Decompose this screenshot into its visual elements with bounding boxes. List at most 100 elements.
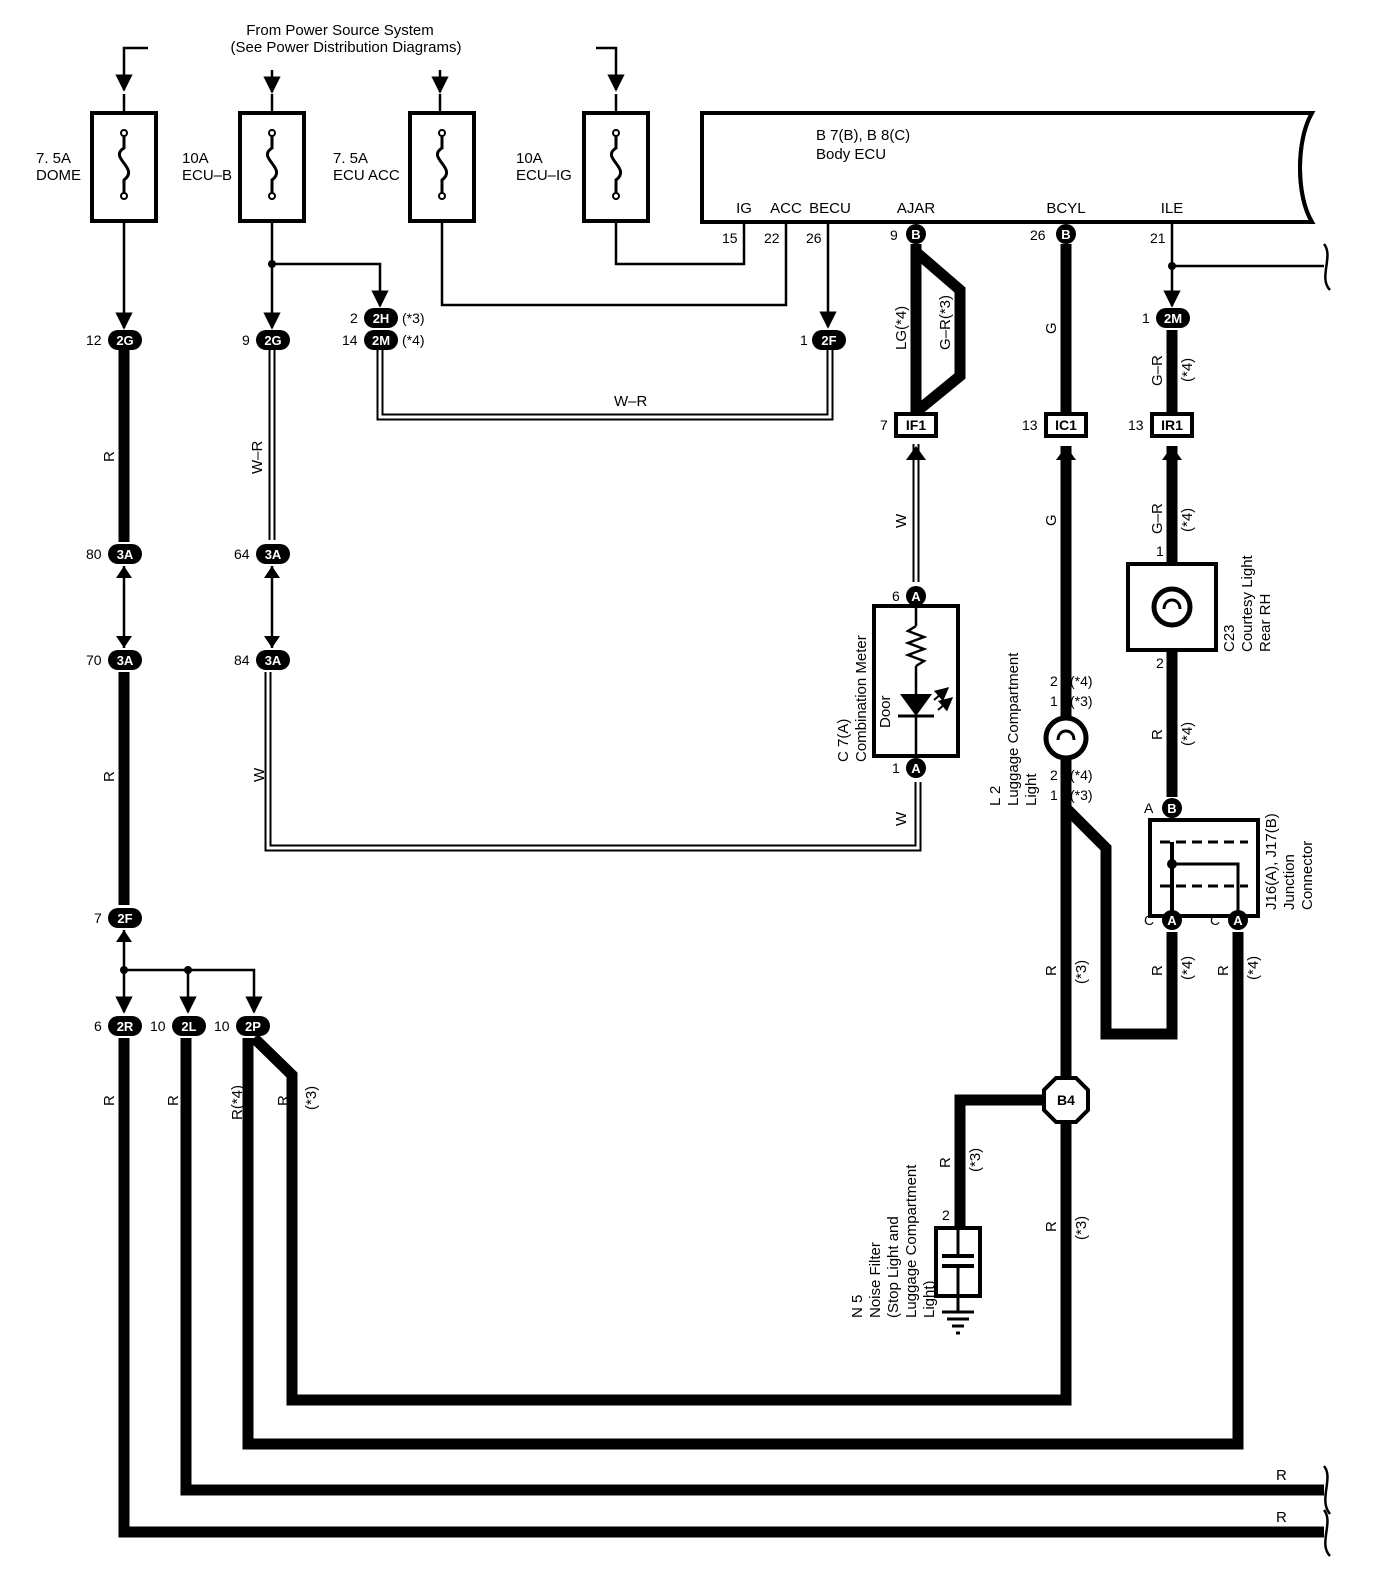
connector-2g-9: 2G 9 xyxy=(242,330,290,350)
noise-line2: (Stop Light and xyxy=(885,1216,902,1318)
fuse-ecu-ig-name: ECU–IG xyxy=(516,167,572,184)
wire-label-r-9: R xyxy=(101,1095,118,1106)
svg-text:12: 12 xyxy=(86,332,102,348)
courtesy-light-rear-rh: 1 2 C23 Courtesy Light Rear RH xyxy=(1126,543,1274,671)
fuse-ecu-b-amp: 10A xyxy=(182,150,209,167)
connector-2m-1: 2M 1 xyxy=(1142,308,1190,328)
wire-label-n4-1: (*4) xyxy=(1179,358,1196,382)
svg-text:(*3): (*3) xyxy=(402,310,425,326)
ecu-ref: B 7(B), B 8(C) xyxy=(816,127,910,144)
ecu-terminal-ig: IG xyxy=(736,200,752,217)
svg-text:(*4): (*4) xyxy=(402,332,425,348)
svg-text:IC1: IC1 xyxy=(1055,417,1077,433)
ecu-pin-becu: 26 xyxy=(806,230,822,246)
ecu-terminal-acc: ACC xyxy=(770,200,802,217)
meter-part-label: Door xyxy=(877,695,894,728)
noise-line4: Light) xyxy=(921,1280,938,1318)
wire-label-r-6: R xyxy=(1215,965,1232,976)
svg-text:2: 2 xyxy=(1050,767,1058,783)
ecu-pin-ig: 15 xyxy=(722,230,738,246)
connector-3a-84: 3A 84 xyxy=(234,650,290,670)
svg-text:A: A xyxy=(1233,913,1243,928)
svg-text:70: 70 xyxy=(86,652,102,668)
wire-label-r-13: R xyxy=(1276,1509,1287,1526)
connector-2g-12: 2G 12 xyxy=(86,330,142,350)
svg-text:A: A xyxy=(911,761,921,776)
svg-text:3A: 3A xyxy=(117,653,134,668)
connector-if1: IF1 7 xyxy=(880,412,938,438)
svg-text:B: B xyxy=(1167,801,1176,816)
svg-text:(*3): (*3) xyxy=(1070,693,1093,709)
svg-text:(*4): (*4) xyxy=(1070,767,1093,783)
fuse-dome: 7. 5A DOME xyxy=(36,111,158,223)
connector-2m-14: 2M 14 (*4) xyxy=(342,330,425,350)
junction-line1: Junction xyxy=(1281,854,1298,910)
svg-text:1: 1 xyxy=(892,760,900,776)
splice-b4: B4 xyxy=(1042,1076,1090,1124)
ecu-pin-ajar: 9 xyxy=(890,227,898,243)
courtesy-line1: Courtesy Light xyxy=(1239,554,1256,652)
svg-text:A: A xyxy=(1167,913,1177,928)
svg-text:9: 9 xyxy=(242,332,250,348)
svg-text:2M: 2M xyxy=(372,333,390,348)
wire-label-r4: R(*4) xyxy=(229,1085,246,1120)
svg-text:IF1: IF1 xyxy=(906,417,926,433)
junction-line2: Connector xyxy=(1299,841,1316,910)
wire-label-wr-side: W–R xyxy=(249,441,266,475)
wire-label-r-7: R xyxy=(1043,1221,1060,1232)
svg-text:1: 1 xyxy=(800,332,808,348)
luggage-ref: L 2 xyxy=(987,786,1004,806)
svg-text:2: 2 xyxy=(942,1207,950,1223)
fuse-ecu-acc: 7. 5A ECU ACC xyxy=(333,111,476,223)
fuse-dome-amp: 7. 5A xyxy=(36,150,71,167)
svg-text:14: 14 xyxy=(342,332,358,348)
wire-label-r-12: R xyxy=(1276,1467,1287,1484)
wire-label-r-3: R xyxy=(1149,729,1166,740)
wire-label-w-mid: W xyxy=(893,513,910,528)
svg-text:2G: 2G xyxy=(116,333,133,348)
svg-text:A: A xyxy=(1144,800,1154,816)
wire-label-w-left: W xyxy=(251,767,268,782)
ecu-terminal-ajar: AJAR xyxy=(897,200,936,217)
wire-label-n4-2: (*4) xyxy=(1179,508,1196,532)
wire-label-r-11: R xyxy=(275,1095,292,1106)
wire-label-r-4: R xyxy=(1043,965,1060,976)
svg-text:C: C xyxy=(1210,912,1220,928)
wire-label-lg4: LG(*4) xyxy=(893,306,910,350)
connector-2h: 2H 2 (*3) xyxy=(350,308,425,328)
fuse-ecu-ig: 10A ECU–IG xyxy=(516,111,650,223)
svg-text:IR1: IR1 xyxy=(1161,417,1183,433)
junction-connector: B A A C A C J16(A), J17(B) Junction Conn… xyxy=(1144,798,1316,930)
noise-ref: N 5 xyxy=(849,1295,866,1318)
ecu-pin-acc: 22 xyxy=(764,230,780,246)
svg-text:2: 2 xyxy=(1156,655,1164,671)
svg-text:7: 7 xyxy=(880,417,888,433)
ecu-conn-bcyl: B xyxy=(1056,224,1076,244)
wire-label-gr3: G–R(*3) xyxy=(937,295,954,350)
ecu-name: Body ECU xyxy=(816,146,886,163)
wire-label-n4-5: (*4) xyxy=(1245,956,1262,980)
svg-text:2M: 2M xyxy=(1164,311,1182,326)
svg-text:7: 7 xyxy=(94,910,102,926)
connector-3a-70: 3A 70 xyxy=(86,650,142,670)
connector-2p: 2P 10 xyxy=(214,1016,270,1036)
connector-3a-80: 3A 80 xyxy=(86,544,142,564)
source-line-1: From Power Source System xyxy=(246,22,434,39)
courtesy-line2: Rear RH xyxy=(1257,594,1274,652)
connector-2r: 2R 6 xyxy=(94,1016,142,1036)
fuse-dome-name: DOME xyxy=(36,167,81,184)
svg-text:3A: 3A xyxy=(117,547,134,562)
fuse-ecu-acc-amp: 7. 5A xyxy=(333,150,368,167)
luggage-line2: Light xyxy=(1023,773,1040,806)
wire-labels: W–R R W–R R W W W LG(*4) G–R(*3) G G G–R… xyxy=(101,295,1287,1526)
wire-label-n4-4: (*4) xyxy=(1179,956,1196,980)
fuse-ecu-b-name: ECU–B xyxy=(182,167,232,184)
wire-label-g-1: G xyxy=(1043,322,1060,334)
meter-ref: C 7(A) xyxy=(835,719,852,762)
connector-3a-64: 3A 64 xyxy=(234,544,290,564)
luggage-compartment-light: 2 (*4) 1 (*3) 2 (*4) 1 (*3) L 2 Luggage … xyxy=(987,652,1093,806)
svg-text:1: 1 xyxy=(1050,787,1058,803)
ecu-terminal-ile: ILE xyxy=(1161,200,1184,217)
connector-2f-1: 2F 1 xyxy=(800,330,846,350)
